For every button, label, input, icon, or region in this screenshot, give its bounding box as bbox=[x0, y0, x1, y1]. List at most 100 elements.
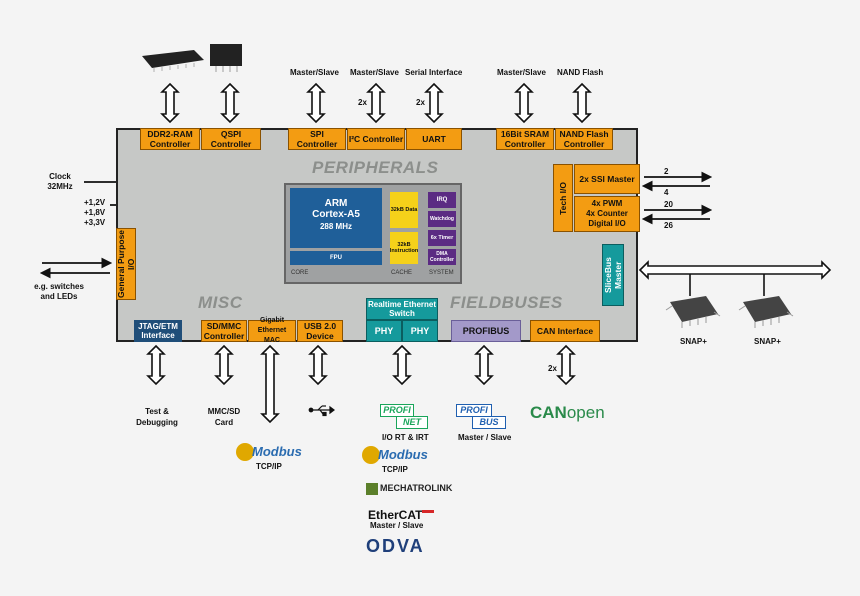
ddr2-controller: DDR2-RAM Controller bbox=[140, 128, 200, 150]
system-label: SYSTEM bbox=[429, 270, 454, 276]
i2c-controller-label: I²C Controller bbox=[348, 134, 404, 144]
uart-controller: UART bbox=[406, 128, 462, 150]
qspi-controller: QSPI Controller bbox=[201, 128, 261, 150]
gpio-description: e.g. switches and LEDs bbox=[34, 282, 84, 301]
profinet-logo-bottom: NET bbox=[396, 416, 428, 429]
voltage-3v3: +3,3V bbox=[84, 218, 106, 227]
pwm-block: 4x PWM 4x Counter Digital I/O bbox=[574, 196, 640, 232]
label-2x-i2c: 2x bbox=[358, 98, 367, 107]
gpio-block: General Purpose I/O bbox=[116, 228, 136, 300]
label-master-slave-spi: Master/Slave bbox=[290, 68, 339, 77]
snap-label-1: SNAP+ bbox=[680, 337, 707, 346]
fpu: FPU bbox=[290, 251, 382, 265]
pwm-label: 4x PWM bbox=[591, 199, 623, 208]
label-2x-uart: 2x bbox=[416, 98, 425, 107]
usb-label: USB 2.0 Device bbox=[303, 321, 337, 341]
snap-chip-2-icon bbox=[738, 296, 794, 328]
voltage-1v8: +1,8V bbox=[84, 208, 106, 217]
label-master-slave-sram: Master/Slave bbox=[497, 68, 546, 77]
phy-1: PHY bbox=[366, 320, 402, 342]
profibus-logo-bottom: BUS bbox=[472, 416, 506, 429]
ddr2-controller-label: DDR2-RAM Controller bbox=[147, 129, 193, 149]
section-fieldbuses: FIELDBUSES bbox=[450, 293, 563, 312]
nand-controller: NAND Flash Controller bbox=[555, 128, 613, 150]
modbus-icon-2 bbox=[362, 446, 380, 464]
mechatrolink-logo: MECHATROLINK bbox=[380, 483, 453, 493]
canopen-logo: CANopen bbox=[530, 403, 605, 423]
ethercat-logo: EtherCAT bbox=[368, 508, 423, 522]
clock-label: Clock 32MHz bbox=[47, 172, 73, 191]
nand-controller-label: NAND Flash Controller bbox=[559, 129, 609, 149]
tech-io-label: Tech I/O bbox=[558, 181, 568, 215]
pwm-count-in: 26 bbox=[664, 221, 673, 230]
ssi-count-in: 4 bbox=[664, 188, 669, 197]
cortex-label: Cortex-A5 bbox=[312, 209, 360, 220]
profibus-sub-label: Master / Slave bbox=[458, 433, 512, 442]
voltage-1v2: +1,2V bbox=[84, 198, 106, 207]
digital-io-label: Digital I/O bbox=[588, 219, 626, 228]
tech-io-block: Tech I/O bbox=[553, 164, 573, 232]
sdmmc-label: SD/MMC Controller bbox=[203, 321, 245, 341]
usb-device: USB 2.0 Device bbox=[297, 320, 343, 342]
ddr-chip-icon bbox=[142, 50, 204, 72]
watchdog: Watchdog bbox=[428, 211, 456, 227]
label-master-slave-i2c: Master/Slave bbox=[350, 68, 399, 77]
uart-label: UART bbox=[422, 134, 446, 144]
snap-chip-1-icon bbox=[665, 296, 721, 328]
spi-controller: SPI Controller bbox=[288, 128, 346, 150]
arm-core: ARM Cortex-A5 288 MHz bbox=[290, 188, 382, 248]
realtime-ethernet-switch: Realtime Ethernet Switch bbox=[366, 298, 438, 320]
modbus-tcp-label-1: TCP/IP bbox=[256, 462, 282, 471]
sram-controller: 16Bit SRAM Controller bbox=[496, 128, 554, 150]
cache-data: 32kB Data bbox=[390, 192, 418, 228]
modbus-logo-1: Modbus bbox=[252, 444, 302, 459]
ethercat-sub-label: Master / Slave bbox=[370, 521, 424, 530]
gigabit-mac: Gigabit Ethernet MAC bbox=[248, 317, 296, 344]
ethercat-arrow-icon bbox=[422, 510, 434, 513]
modbus-tcp-label-2: TCP/IP bbox=[382, 465, 408, 474]
ssi-label: 2x SSI Master bbox=[579, 174, 635, 184]
cache-label: CACHE bbox=[391, 270, 413, 276]
slicebus-label: SliceBus Master bbox=[603, 257, 623, 293]
label-nand-flash: NAND Flash bbox=[557, 68, 604, 77]
cache-instruction: 32kB Instruction bbox=[390, 232, 418, 264]
mechatrolink-icon bbox=[366, 483, 378, 495]
gpio-label: General Purpose I/O bbox=[116, 229, 136, 299]
gigabit-label: Gigabit Ethernet MAC bbox=[257, 317, 287, 344]
timer: 6x Timer bbox=[428, 230, 456, 246]
i2c-controller: I²C Controller bbox=[347, 128, 405, 150]
slicebus-master: SliceBus Master bbox=[602, 244, 624, 306]
qspi-controller-label: QSPI Controller bbox=[210, 129, 252, 149]
canopen-can: CAN bbox=[530, 403, 567, 422]
can-count: 2x bbox=[548, 364, 557, 373]
can-label: CAN Interface bbox=[536, 326, 594, 336]
modbus-logo-2: Modbus bbox=[378, 447, 428, 462]
dma-controller: DMA Controller bbox=[428, 249, 456, 265]
ssi-master: 2x SSI Master bbox=[574, 164, 640, 194]
mmc-card-label: MMC/SD Card bbox=[207, 407, 241, 427]
snap-label-2: SNAP+ bbox=[754, 337, 781, 346]
counter-label: 4x Counter bbox=[586, 209, 628, 218]
jtag-interface: JTAG/ETM Interface bbox=[134, 320, 182, 342]
profibus-block: PROFIBUS bbox=[451, 320, 521, 342]
can-interface: CAN Interface bbox=[530, 320, 600, 342]
irq: IRQ bbox=[428, 192, 456, 208]
ssi-count-out: 2 bbox=[664, 167, 669, 176]
spi-controller-label: SPI Controller bbox=[296, 129, 338, 149]
label-serial-interface: Serial Interface bbox=[405, 68, 463, 77]
profinet-sub-label: I/O RT & IRT bbox=[382, 433, 429, 442]
section-misc: MISC bbox=[198, 293, 243, 312]
odva-logo: ODVA bbox=[366, 536, 425, 556]
sram-controller-label: 16Bit SRAM Controller bbox=[500, 129, 550, 149]
arm-label: ARM bbox=[324, 198, 348, 209]
canopen-open: open bbox=[566, 403, 605, 422]
clock-speed: 288 MHz bbox=[319, 222, 352, 231]
modbus-icon bbox=[236, 443, 254, 461]
core-label: CORE bbox=[291, 270, 309, 276]
section-peripherals: PERIPHERALS bbox=[312, 158, 439, 177]
pwm-count-out: 20 bbox=[664, 200, 673, 209]
sdmmc-controller: SD/MMC Controller bbox=[201, 320, 247, 342]
flash-chip-icon bbox=[210, 44, 242, 72]
test-debugging-label: Test & Debugging bbox=[136, 407, 178, 427]
